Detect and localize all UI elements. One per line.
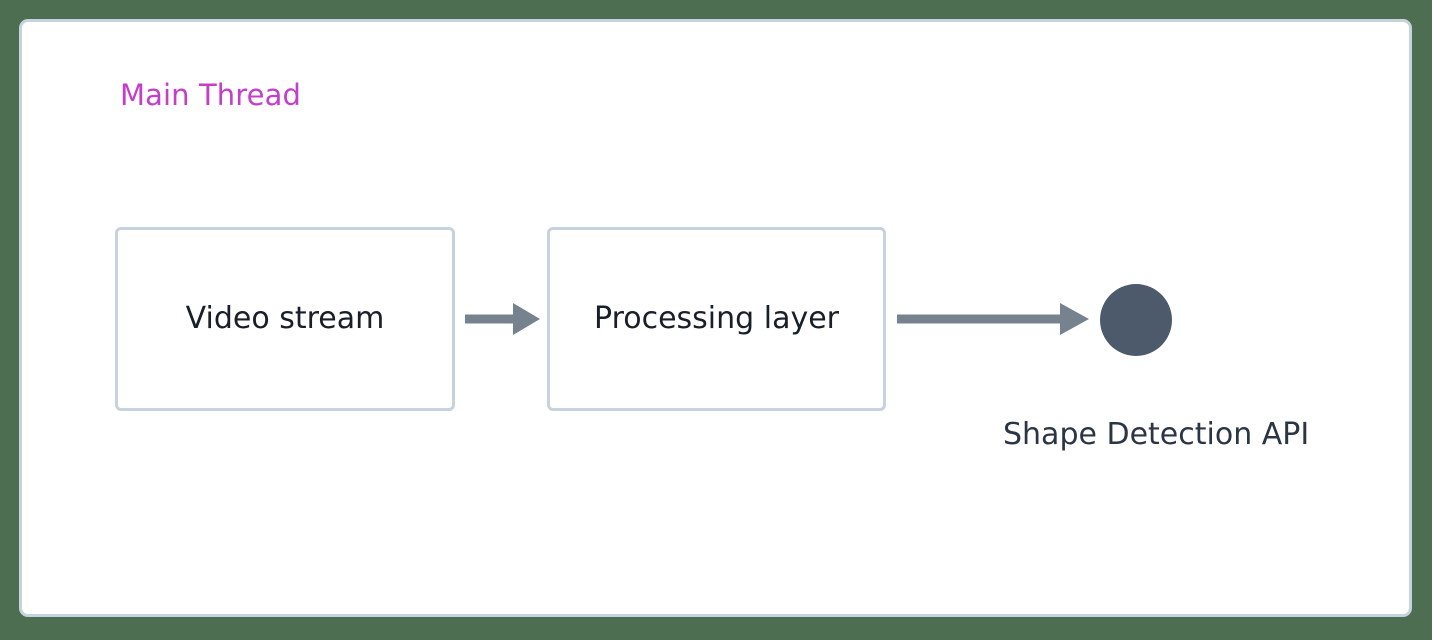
node-processing-layer-label: Processing layer [594, 301, 839, 336]
node-shape-detection-api-label: Shape Detection API [1003, 417, 1310, 452]
node-shape-detection-api[interactable] [1100, 284, 1172, 356]
node-video-stream[interactable]: Video stream [115, 227, 455, 411]
node-video-stream-label: Video stream [185, 301, 385, 336]
node-processing-layer[interactable]: Processing layer [547, 227, 886, 411]
subgraph-title: Main Thread [120, 78, 301, 112]
